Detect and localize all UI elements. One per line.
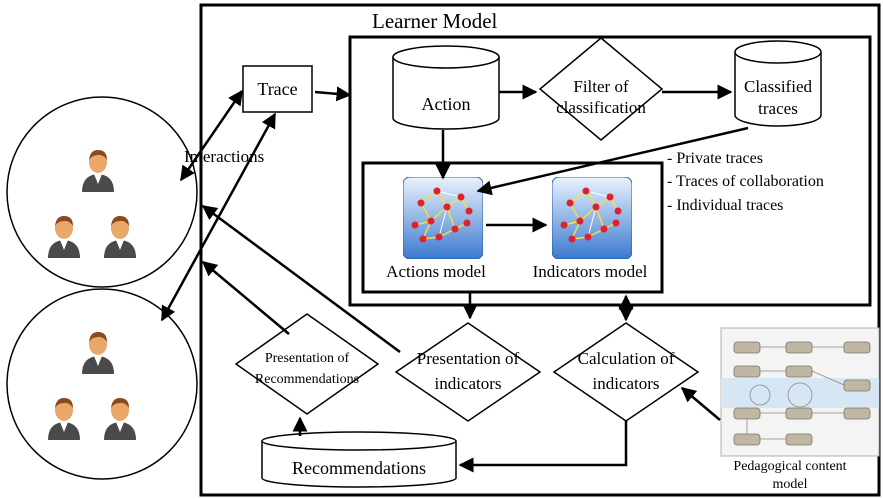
learner-group-bottom	[6, 288, 198, 480]
arrow-indicators-to-learners	[201, 204, 401, 354]
arrow-calculation-to-recommendations	[458, 421, 628, 473]
classified-label-line1: Classified	[744, 77, 812, 96]
calculation-indicators-line1: Calculation of	[578, 349, 675, 368]
presentation-recommendations-line2: Recommendations	[255, 372, 359, 387]
calculation-indicators-diamond	[552, 322, 700, 422]
trace-type-collaboration: - Traces of collaboration	[667, 173, 824, 190]
pedagogical-model-image	[720, 327, 880, 457]
action-store-label: Action	[422, 94, 471, 114]
classified-label-line2: traces	[758, 99, 798, 118]
trace-box	[242, 65, 313, 113]
arrow-trace-to-model	[314, 86, 352, 102]
recommendations-store	[261, 431, 457, 488]
inner-model-frame	[348, 35, 872, 307]
learner-model-title: Learner Model	[372, 9, 498, 33]
trace-type-individual: - Individual traces	[667, 197, 783, 214]
trace-label: Trace	[257, 79, 297, 99]
pedagogical-model-line2: model	[773, 477, 808, 492]
arrow-pedagogical-to-calculation	[680, 387, 721, 421]
classified-traces-store	[734, 40, 822, 127]
indicators-model-label: Indicators model	[533, 262, 648, 281]
pedagogical-model-line1: Pedagogical content	[733, 459, 846, 474]
arrow-classified-to-actions-model	[476, 126, 749, 196]
actions-model-graph	[403, 177, 483, 259]
arrow-recommendations-to-learners	[201, 261, 290, 335]
action-store	[392, 45, 500, 130]
actions-model-label: Actions model	[386, 262, 486, 281]
trace-type-private: - Private traces	[667, 150, 763, 167]
filter-diamond	[538, 37, 664, 141]
calculation-indicators-line2: indicators	[592, 374, 659, 393]
filter-label-line2: classification	[556, 98, 646, 117]
presentation-indicators-line1: Presentation of	[417, 349, 520, 368]
filter-label-line1: Filter of	[573, 77, 629, 96]
presentation-recommendations-diamond	[234, 313, 380, 415]
arrow-interactions-trace	[179, 89, 244, 182]
presentation-indicators-line2: indicators	[434, 374, 501, 393]
presentation-recommendations-line1: Presentation of	[265, 351, 350, 366]
indicators-model-graph	[552, 177, 632, 259]
presentation-indicators-diamond	[394, 322, 542, 422]
recommendations-label: Recommendations	[292, 458, 426, 478]
